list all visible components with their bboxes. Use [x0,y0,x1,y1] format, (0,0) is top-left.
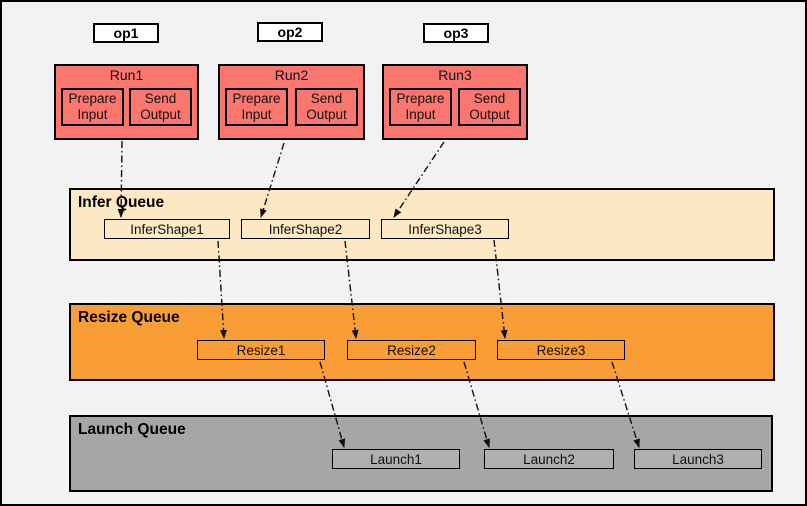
run2-title: Run2 [274,67,309,83]
run2-prepare-input-box: Prepare Input [225,88,288,126]
run3-node: Run3 Prepare Input Send Output [382,64,528,140]
launch1-box: Launch1 [332,449,460,469]
launch2-box: Launch2 [484,449,614,469]
launch3-box: Launch3 [634,449,762,469]
resize1-box: Resize1 [197,340,325,360]
op2-label-box: op2 [257,22,323,42]
resize-queue-label: Resize Queue [78,309,180,326]
run3-send-output-box: Send Output [458,88,521,126]
run3-title: Run3 [438,67,472,83]
resize3-box: Resize3 [497,340,625,360]
infershape1-box: InferShape1 [104,219,230,239]
infershape3-box: InferShape3 [381,219,509,239]
run2-node: Run2 Prepare Input Send Output [218,64,365,140]
run1-steps: Prepare Input Send Output [56,85,197,126]
infershape2-box: InferShape2 [241,219,370,239]
launch-queue-label: Launch Queue [78,421,186,438]
run3-steps: Prepare Input Send Output [384,85,526,126]
run1-node: Run1 Prepare Input Send Output [54,64,199,140]
infer-queue-label: Infer Queue [78,194,165,211]
op1-label-box: op1 [93,23,159,43]
run2-steps: Prepare Input Send Output [220,85,363,126]
run1-send-output-box: Send Output [129,88,192,126]
resize2-box: Resize2 [347,340,476,360]
run1-prepare-input-box: Prepare Input [61,88,124,126]
op3-label-box: op3 [423,23,489,43]
run3-prepare-input-box: Prepare Input [389,88,452,126]
run2-send-output-box: Send Output [295,88,358,126]
run1-title: Run1 [109,67,144,83]
resize-queue-band: Resize Queue [69,303,775,381]
